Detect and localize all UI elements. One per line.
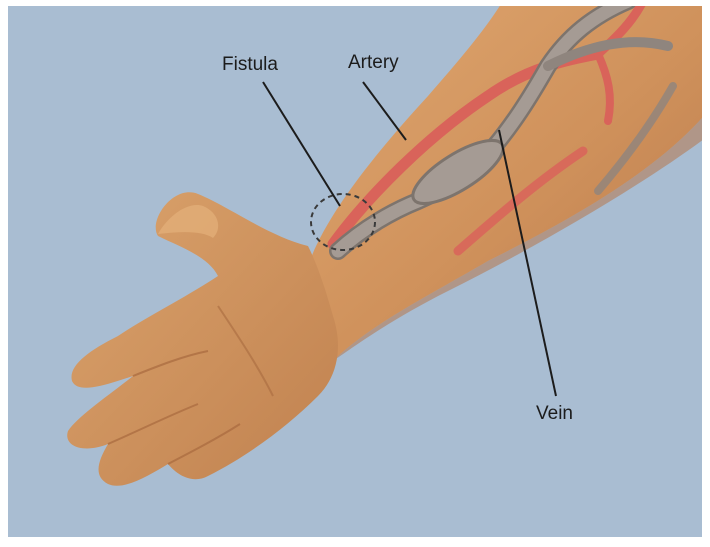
artery-label: Artery (348, 52, 399, 73)
arm-fistula-illustration: Fistula Artery Vein (8, 6, 702, 537)
fistula-label: Fistula (222, 54, 278, 75)
illustration-panel: Fistula Artery Vein (8, 6, 702, 537)
vein-label: Vein (536, 403, 573, 424)
